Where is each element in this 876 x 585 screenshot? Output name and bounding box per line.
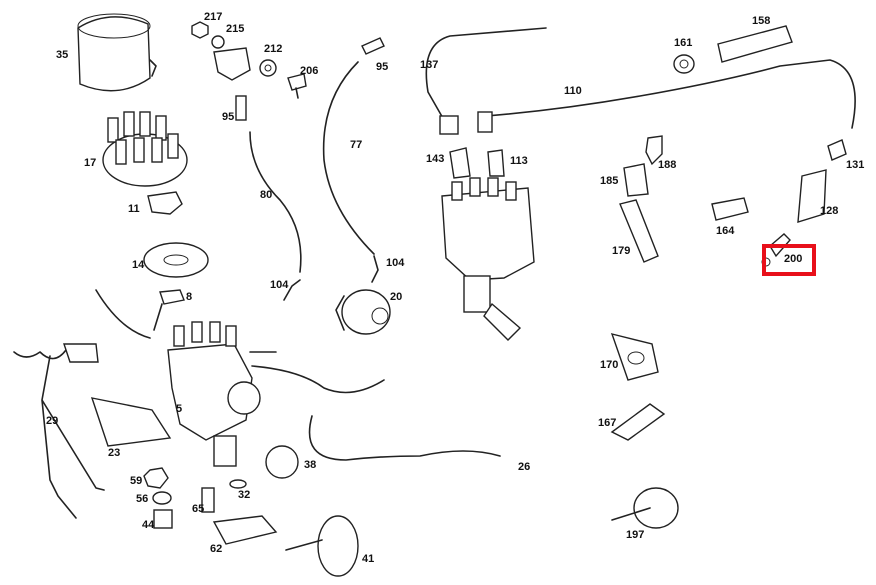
svg-text:143: 143 (426, 153, 444, 165)
svg-text:161: 161 (674, 37, 692, 49)
svg-text:8: 8 (186, 291, 192, 303)
svg-text:188: 188 (658, 159, 676, 171)
svg-text:23: 23 (108, 447, 120, 459)
svg-text:17: 17 (84, 157, 96, 169)
svg-text:77: 77 (350, 139, 362, 151)
part-20-drawing (335, 289, 391, 335)
svg-text:217: 217 (204, 11, 222, 23)
part-8-drawing (159, 289, 185, 305)
part-179-drawing (619, 199, 659, 263)
svg-text:197: 197 (626, 529, 644, 541)
part-29-harness (13, 349, 105, 519)
part-65-drawing (201, 487, 215, 513)
svg-text:5: 5 (176, 403, 182, 415)
part-170-drawing (610, 333, 659, 381)
svg-text:65: 65 (192, 503, 204, 515)
part-62-drawing (212, 515, 278, 545)
svg-text:104: 104 (386, 257, 405, 269)
svg-text:104: 104 (270, 279, 289, 291)
part-77-hose (322, 61, 375, 255)
part-161-drawing (673, 54, 695, 74)
svg-text:41: 41 (362, 553, 374, 565)
svg-text:26: 26 (518, 461, 530, 473)
hardware-group (191, 21, 307, 121)
svg-text:29: 29 (46, 415, 58, 427)
svg-text:158: 158 (752, 15, 770, 27)
svg-text:179: 179 (612, 245, 630, 257)
part-185-drawing (623, 163, 649, 197)
svg-text:206: 206 (300, 65, 318, 77)
part-80-hose (249, 131, 302, 273)
svg-text:95: 95 (376, 61, 388, 73)
part-29-plug (63, 343, 99, 363)
svg-text:62: 62 (210, 543, 222, 555)
svg-text:32: 32 (238, 489, 250, 501)
svg-text:20: 20 (390, 291, 402, 303)
part-128-drawing (797, 169, 827, 223)
part-104b-hose (371, 255, 379, 283)
svg-text:95: 95 (222, 111, 234, 123)
part-35-drawing (77, 13, 157, 92)
part-26-wire (308, 415, 501, 461)
svg-text:200: 200 (784, 253, 802, 265)
part-131-drawing (827, 139, 847, 161)
part-38-drawing (265, 445, 299, 479)
part-137-line (425, 27, 547, 121)
part-188-drawing (645, 135, 663, 166)
svg-text:131: 131 (846, 159, 864, 171)
part-23-drawing (90, 397, 172, 447)
svg-text:128: 128 (820, 205, 838, 217)
highlight-box-200 (762, 244, 816, 276)
part-110-line (485, 59, 856, 129)
part-104a-hose (283, 279, 301, 301)
distributor-wire (249, 351, 385, 394)
svg-text:35: 35 (56, 49, 68, 61)
part-137-connector (439, 115, 459, 135)
part-11-drawing (147, 191, 183, 215)
part-44-drawing (153, 509, 173, 529)
svg-text:14: 14 (132, 259, 145, 271)
part-17-drawing (102, 111, 188, 187)
svg-text:215: 215 (226, 23, 244, 35)
svg-text:113: 113 (510, 155, 528, 167)
part-113-drawing (487, 149, 505, 177)
part-59-drawing (143, 467, 169, 489)
part-110-connector (477, 111, 493, 133)
part-14-drawing (143, 242, 209, 278)
svg-text:212: 212 (264, 43, 282, 55)
part-5-drawing (167, 321, 261, 467)
svg-text:38: 38 (304, 459, 316, 471)
svg-text:137: 137 (420, 59, 438, 71)
part-164-drawing (711, 197, 749, 221)
svg-text:167: 167 (598, 417, 616, 429)
part-41-drawing (285, 515, 359, 577)
part-95b-hose (361, 37, 385, 55)
distributor-upper-drawing (441, 177, 535, 341)
part-167-drawing (610, 403, 666, 441)
part-158-drawing (717, 25, 793, 63)
part-56-drawing (152, 491, 172, 505)
part-143-drawing (449, 147, 471, 179)
svg-text:56: 56 (136, 493, 148, 505)
svg-text:164: 164 (716, 225, 735, 237)
svg-text:110: 110 (564, 85, 582, 97)
svg-text:44: 44 (142, 519, 155, 531)
part-197-drawing (611, 487, 679, 529)
svg-text:59: 59 (130, 475, 142, 487)
part-8-wire (95, 289, 163, 339)
svg-text:80: 80 (260, 189, 272, 201)
svg-text:185: 185 (600, 175, 618, 187)
svg-text:11: 11 (128, 203, 140, 215)
svg-text:170: 170 (600, 359, 618, 371)
part-32-drawing (229, 479, 247, 489)
